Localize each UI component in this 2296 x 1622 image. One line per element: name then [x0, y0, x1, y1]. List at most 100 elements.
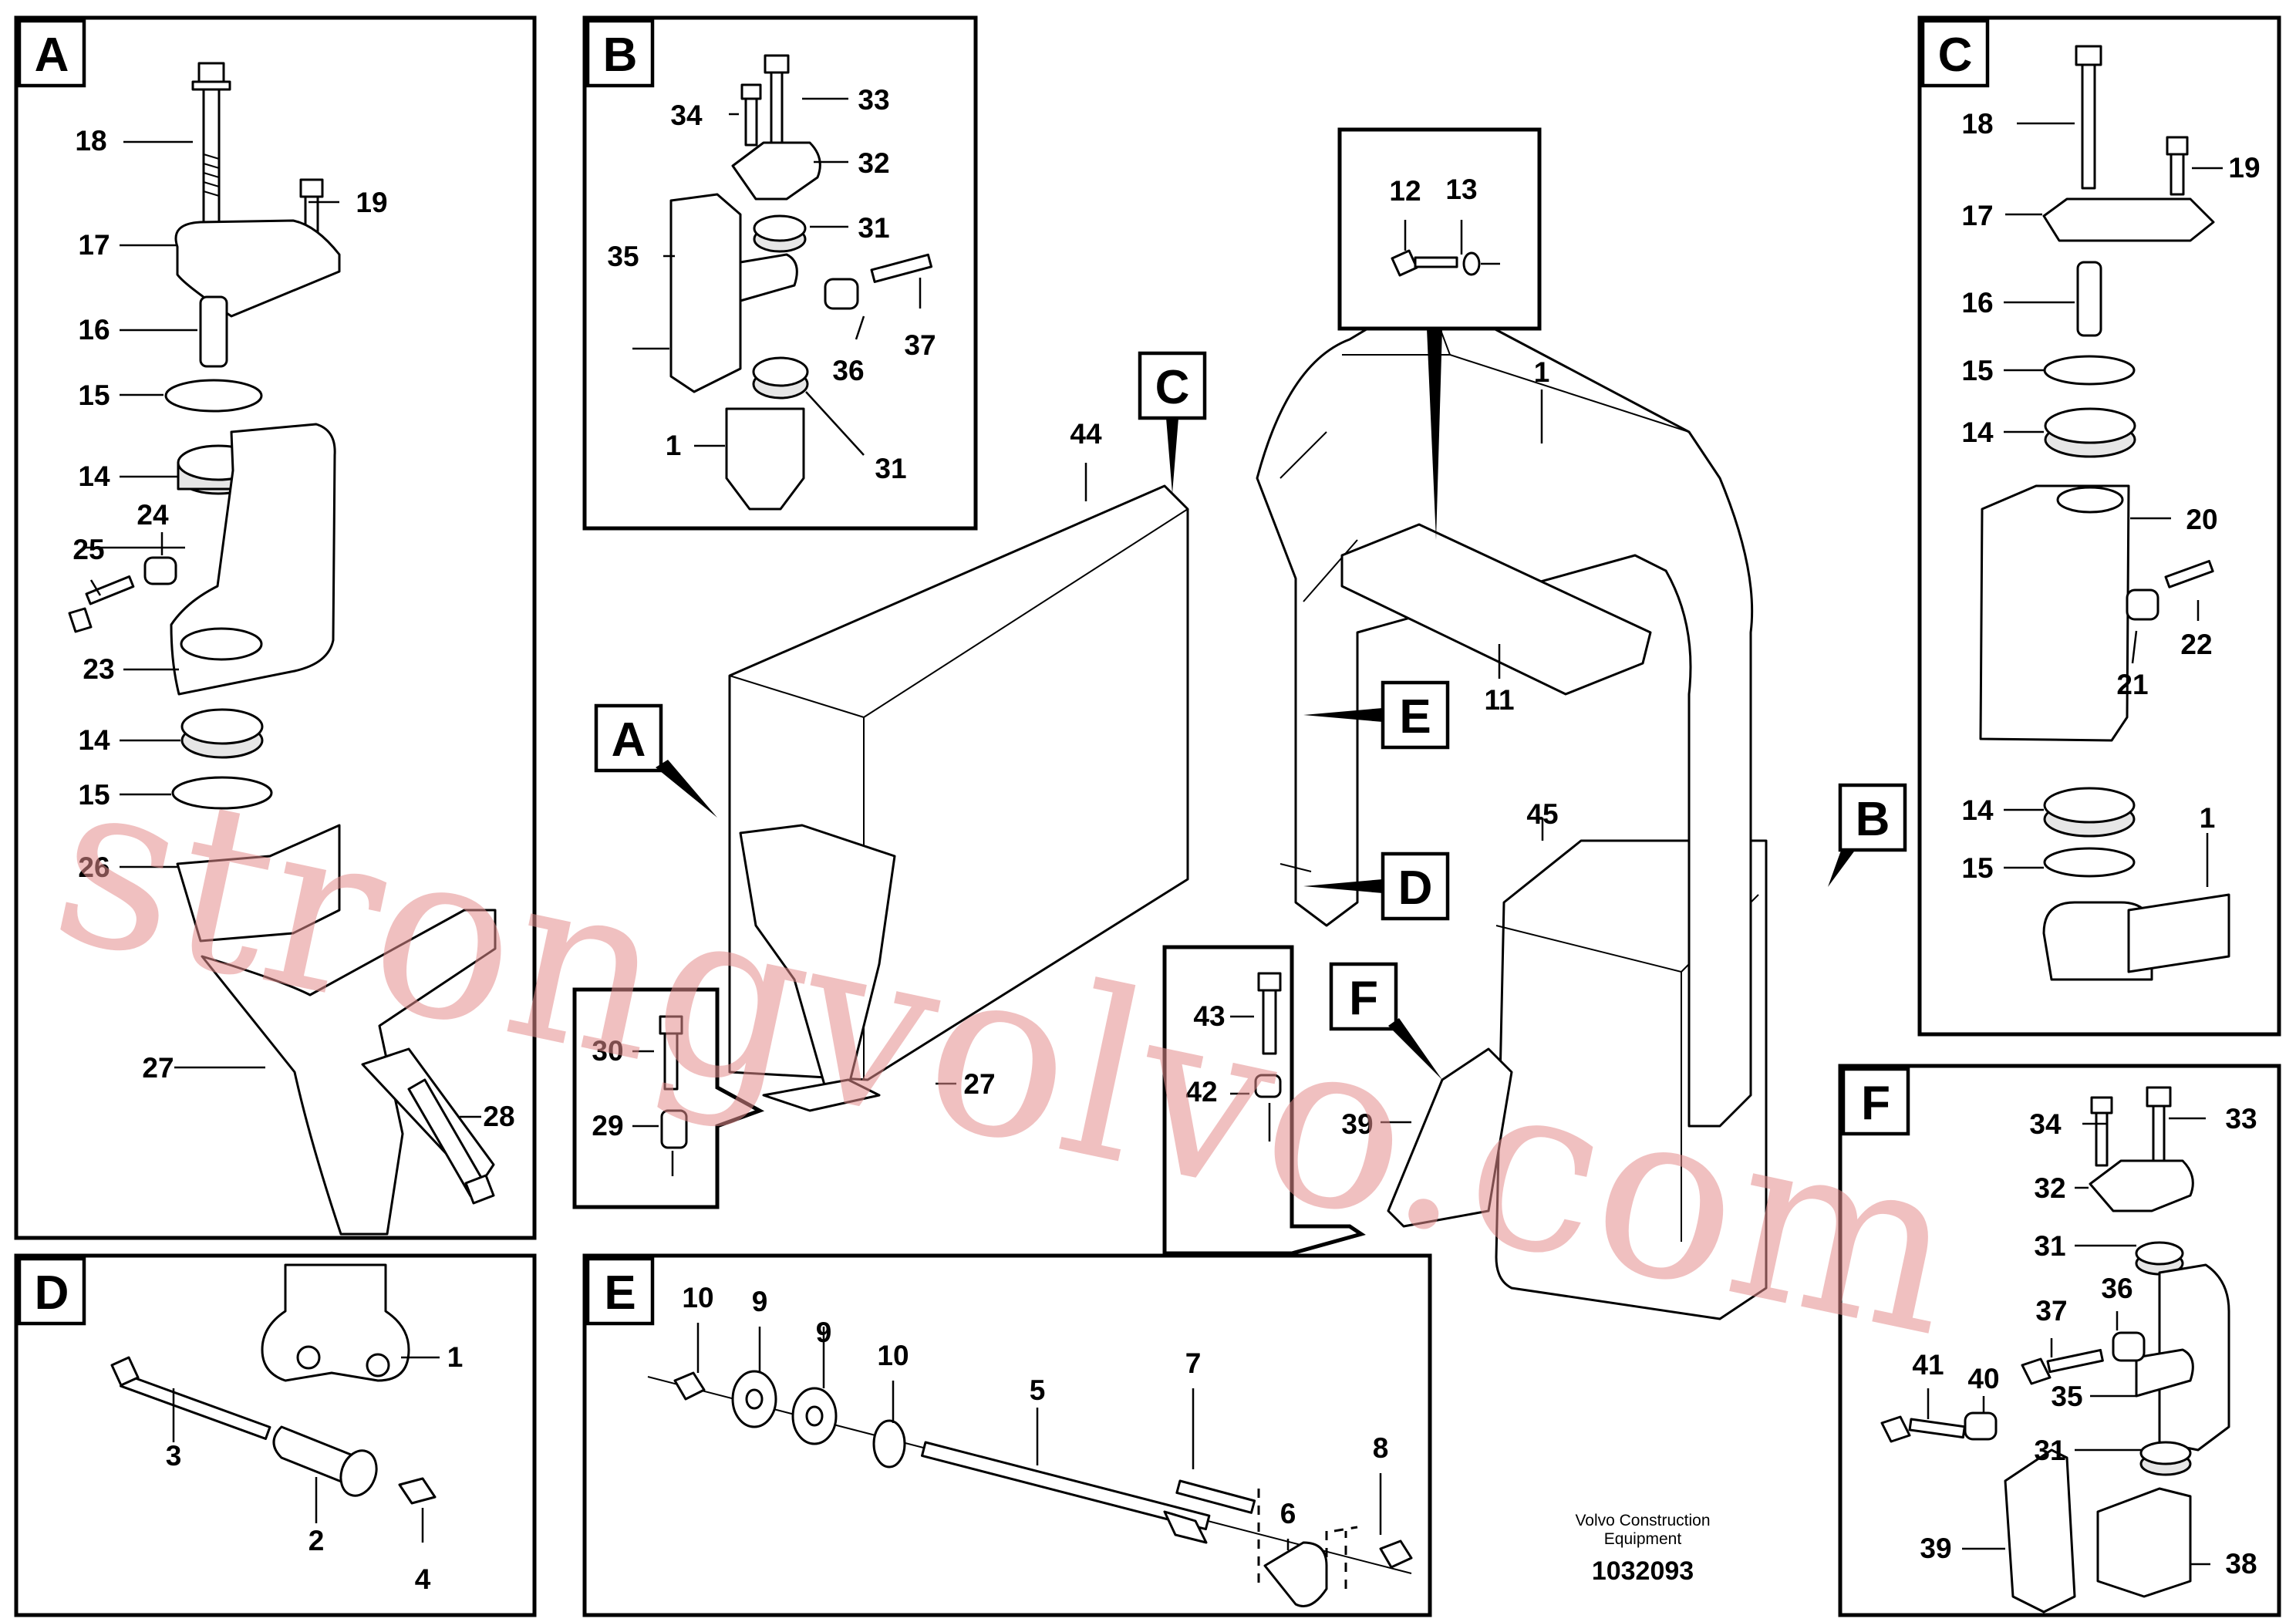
washer-15	[164, 379, 263, 413]
part-number-label: 7	[1185, 1347, 1202, 1379]
spacer-16	[199, 295, 228, 368]
part-number-label: 32	[2034, 1172, 2065, 1204]
part-number-label: 31	[858, 212, 889, 244]
part-number-label: 21	[2116, 669, 2148, 700]
callout-c: C	[1138, 351, 1207, 494]
part-number-label: 14	[78, 460, 110, 492]
part-number-label: 17	[78, 229, 110, 261]
part-number-label: 6	[1280, 1498, 1296, 1529]
view-tag-e: E	[604, 1266, 636, 1320]
part-number-label: 1	[447, 1341, 464, 1373]
frame-27	[201, 909, 497, 1236]
part-number-label: 10	[682, 1282, 713, 1313]
drawing-footer: Volvo Construction Equipment 1032093	[1575, 1512, 1710, 1586]
part-number-label: 26	[78, 851, 110, 883]
mount-26	[176, 824, 341, 943]
detail-view-f: F 34 33 32 31 37 36 41 40 35 31 39 38	[1838, 1064, 2281, 1617]
view-tag-a: A	[35, 29, 69, 82]
detail-view-b: B 34 33 32 31 35 37 36 31 1	[582, 15, 978, 531]
main-assembly-view: 12 13 30 29 43 42 1 44 11 45 27 39 C A	[572, 127, 1907, 1320]
svg-text:F: F	[1349, 972, 1378, 1025]
part-number-label: 1	[666, 430, 682, 461]
detail-view-a: A	[14, 15, 537, 1240]
part-number-label: 14	[1961, 794, 1994, 826]
part-number-label: 31	[2034, 1435, 2065, 1466]
part-number-label: 29	[592, 1110, 623, 1141]
part-number-label: 3	[166, 1440, 182, 1472]
part-number-label: 12	[1389, 175, 1421, 207]
part-number-label: 19	[2228, 152, 2260, 184]
part-number-label: 18	[75, 125, 106, 157]
frame-1	[1256, 292, 1754, 1128]
part-number-label: 41	[1912, 1349, 1944, 1381]
bolt-28-icon	[407, 1078, 495, 1205]
part-number-label: 15	[78, 779, 110, 811]
part-number-label: 40	[1967, 1363, 1999, 1394]
part-number-label: 37	[2035, 1295, 2067, 1327]
view-tag-c: C	[1938, 29, 1973, 82]
part-number-label: 22	[2180, 629, 2212, 660]
part-number-label: 23	[83, 653, 114, 685]
svg-text:E: E	[1399, 690, 1431, 744]
part-number-label: 20	[2186, 504, 2217, 535]
bolt-18-icon	[191, 62, 231, 230]
part-number-label: 30	[592, 1035, 623, 1067]
part-number-label: 27	[142, 1052, 174, 1084]
part-number-label: 39	[1920, 1533, 1951, 1564]
part-number-label: 31	[875, 453, 906, 484]
part-number-label: 5	[1030, 1374, 1046, 1406]
callout-d: D	[1303, 851, 1450, 921]
plate-17	[174, 219, 341, 318]
svg-text:C: C	[1155, 361, 1190, 414]
callout-a: A	[594, 703, 717, 818]
crossmember-11	[1340, 523, 1652, 696]
callout-b: B	[1828, 783, 1907, 887]
part-number-label: 2	[308, 1525, 325, 1556]
foot-39	[1387, 1047, 1513, 1228]
svg-text:B: B	[1856, 793, 1890, 846]
footer-company: Volvo Construction	[1575, 1512, 1710, 1529]
part-number-label: 17	[1961, 200, 1993, 231]
callout-e: E	[1303, 680, 1450, 750]
part-number-label: 16	[1961, 287, 1993, 319]
part-number-label: 9	[816, 1317, 832, 1348]
part-number-label: 31	[2034, 1230, 2065, 1262]
part-number-label: 15	[1961, 852, 1993, 884]
drawing-number: 1032093	[1592, 1556, 1694, 1586]
svg-text:A: A	[612, 713, 646, 767]
part-number-label: 14	[1961, 416, 1994, 448]
part-number-label: 39	[1341, 1108, 1373, 1140]
part-number-label: 35	[607, 241, 639, 272]
part-number-label: 42	[1185, 1076, 1217, 1108]
part-number-label: 19	[356, 187, 387, 218]
part-number-label: 9	[752, 1286, 768, 1317]
view-tag-d: D	[35, 1266, 69, 1320]
part-number-label: 36	[832, 355, 864, 386]
part-number-label: 43	[1193, 1000, 1225, 1032]
part-number-label: 27	[963, 1068, 995, 1100]
detail-view-c: C 18 19 17 16 15 14 20 22 21 14 15 1	[1917, 15, 2281, 1037]
part-number-label: 45	[1526, 798, 1558, 830]
bolt-25-icon	[68, 575, 135, 633]
part-number-label: 36	[2101, 1273, 2132, 1304]
detail-view-d: D 1 3 2 4	[14, 1253, 537, 1617]
part-number-label: 33	[2225, 1103, 2257, 1135]
part-number-label: 38	[2225, 1548, 2257, 1580]
part-number-label: 37	[904, 329, 936, 361]
part-number-label: 14	[78, 724, 110, 756]
part-number-label: 8	[1373, 1432, 1389, 1464]
bracket-20	[1979, 484, 2130, 742]
view-tag-b: B	[603, 29, 638, 82]
part-number-label: 44	[1070, 418, 1102, 450]
part-number-label: 34	[2029, 1108, 2062, 1140]
part-number-label: 4	[415, 1563, 431, 1595]
footer-equipment: Equipment	[1604, 1530, 1682, 1548]
part-number-label: 13	[1445, 174, 1477, 205]
part-number-label: 25	[72, 534, 104, 565]
part-number-label: 35	[2051, 1381, 2082, 1412]
part-number-label: 32	[858, 147, 889, 179]
part-number-label: 11	[1484, 684, 1514, 716]
part-number-label: 33	[858, 84, 889, 116]
part-number-label: 10	[877, 1340, 909, 1371]
